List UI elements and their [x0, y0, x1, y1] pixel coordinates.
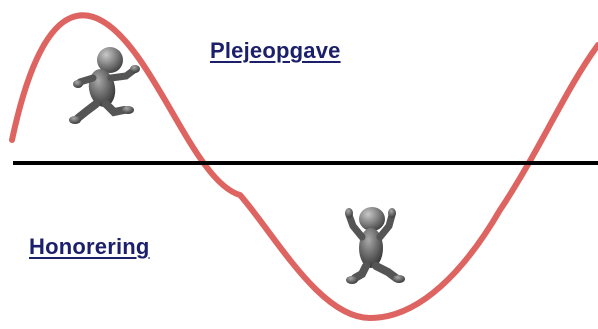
sine-wave: [9, 12, 598, 321]
cheering-person-icon: [345, 207, 405, 284]
label-plejeopgave: Plejeopgave: [210, 38, 341, 63]
label-honorering: Honorering: [29, 234, 150, 259]
running-person-icon: [69, 47, 140, 124]
